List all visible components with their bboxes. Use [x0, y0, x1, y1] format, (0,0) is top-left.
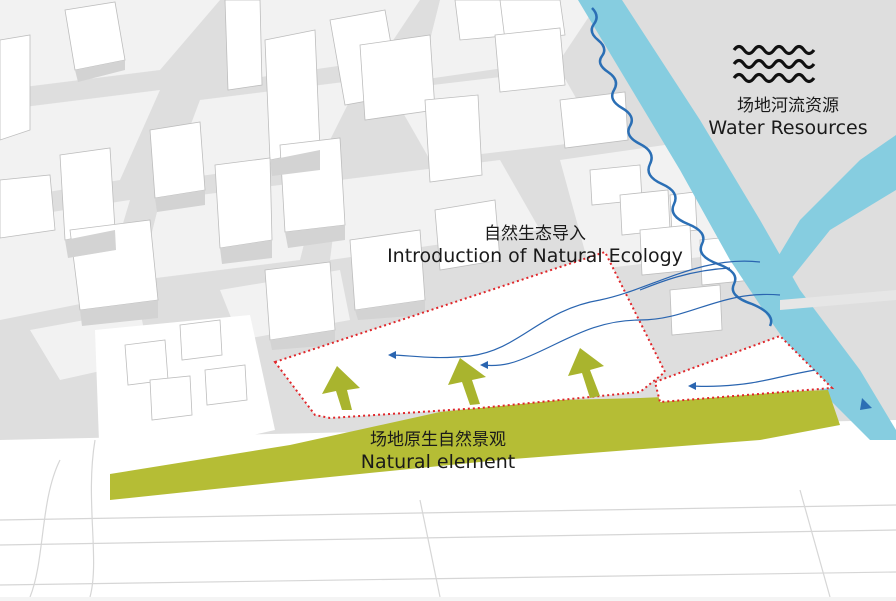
river-flow-arrowhead [860, 398, 872, 410]
water-resources-label-cn: 场地河流资源 [737, 96, 839, 116]
natural-element-label-en: Natural element [360, 451, 516, 474]
natural-element-label-cn: 场地原生自然景观 [370, 430, 506, 450]
water-resources-label: 场地河流资源 Water Resources [688, 96, 888, 141]
natural-ecology-label-cn: 自然生态导入 [484, 224, 586, 244]
river-branch [770, 135, 896, 280]
natural-element-band [110, 390, 840, 500]
river-flow-line [590, 7, 773, 327]
river [578, 0, 896, 440]
ecology-flow-arrows [389, 260, 816, 388]
ecology-flow-arrowheads [388, 351, 696, 390]
wave-icon [732, 44, 816, 84]
natural-ecology-label-en: Introduction of Natural Ecology [387, 245, 683, 268]
natural-ecology-label: 自然生态导入 Introduction of Natural Ecology [360, 224, 710, 269]
site-boundary-main [273, 250, 667, 420]
bridge [780, 290, 896, 310]
street-lines [0, 439, 896, 598]
natural-element-label: 场地原生自然景观 Natural element [338, 430, 538, 475]
natural-ingress-arrows [322, 348, 604, 410]
water-resources-label-en: Water Resources [708, 117, 868, 140]
buildings [0, 0, 753, 421]
site-boundary-east [653, 334, 835, 404]
